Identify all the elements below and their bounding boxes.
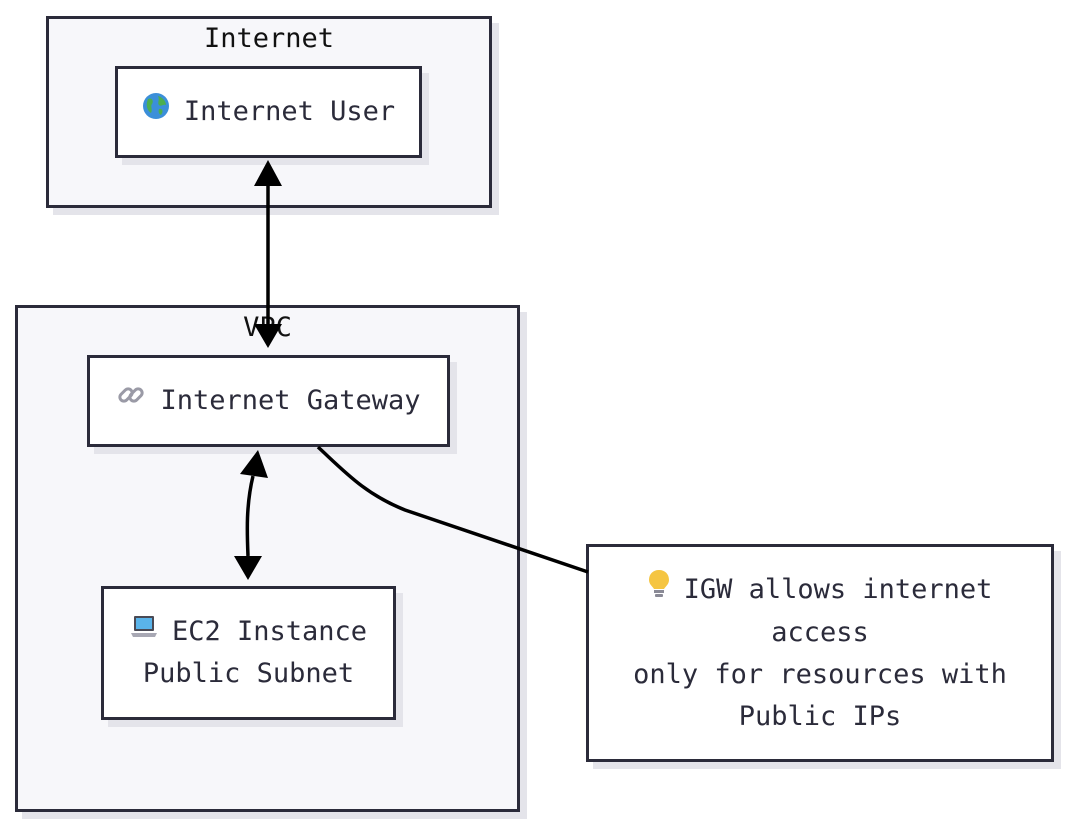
internet-cluster-title: Internet xyxy=(203,23,335,54)
igw-note-node[interactable]: IGW allows internet access only for reso… xyxy=(586,544,1054,762)
lightbulb-icon xyxy=(648,569,670,612)
globe-icon xyxy=(142,91,170,133)
internet-gateway-node[interactable]: Internet Gateway xyxy=(87,355,450,447)
edge-gateway-note[interactable] xyxy=(316,445,589,574)
note-line-1: IGW allows internet xyxy=(683,574,993,605)
link-icon xyxy=(116,380,146,423)
internet-gateway-label: Internet Gateway xyxy=(160,385,421,416)
internet-user-label: Internet User xyxy=(183,96,396,127)
laptop-icon xyxy=(130,611,158,653)
note-line-4: Public IPs xyxy=(738,700,902,732)
note-line-2: access xyxy=(771,616,869,648)
ec2-instance-node[interactable]: EC2 Instance Public Subnet xyxy=(101,586,396,720)
internet-user-node[interactable]: Internet User xyxy=(115,66,422,158)
ec2-instance-subtitle: Public Subnet xyxy=(142,658,355,689)
ec2-instance-title: EC2 Instance xyxy=(171,616,368,647)
note-line-3: only for resources with xyxy=(633,658,1007,690)
